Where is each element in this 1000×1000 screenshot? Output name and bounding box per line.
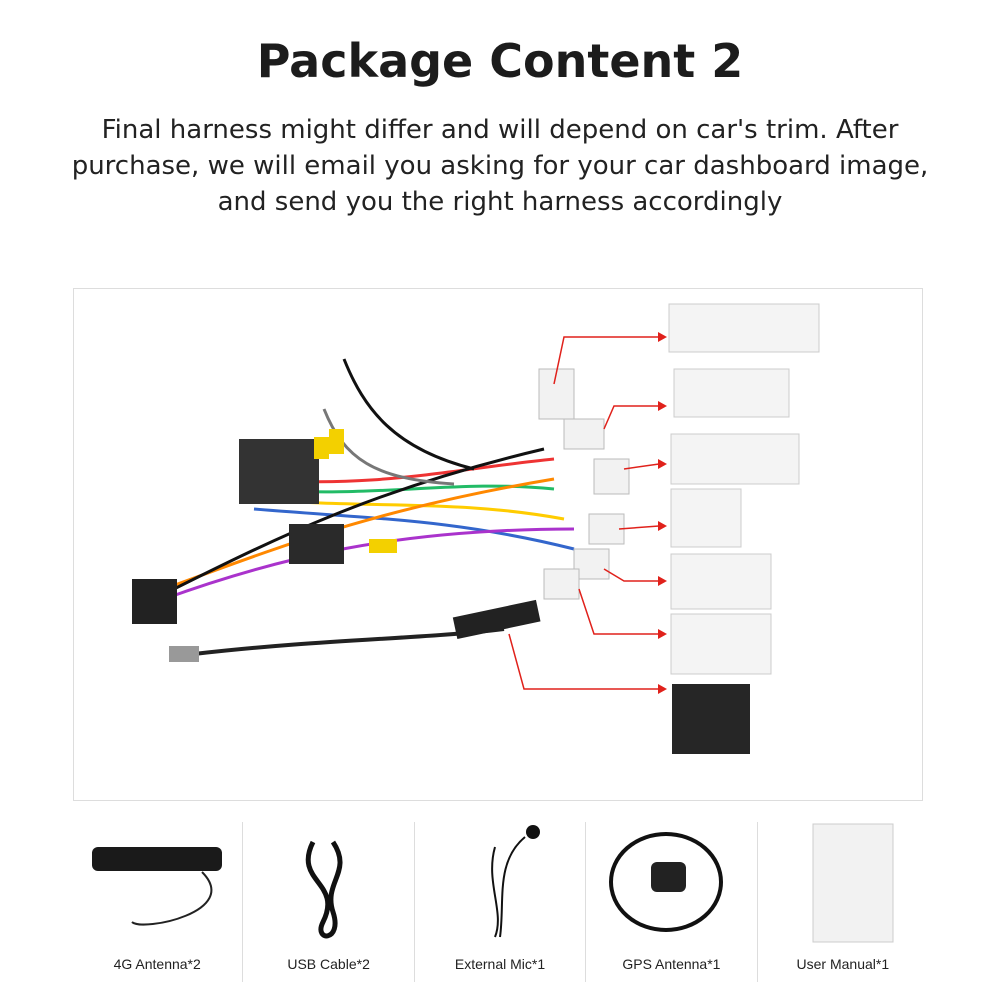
item-label: USB Cable*2 (287, 956, 370, 972)
item-label: GPS Antenna*1 (622, 956, 721, 972)
page-title: Package Content 2 (256, 34, 744, 88)
item-external-mic: External Mic*1 (415, 822, 587, 982)
item-usb-cable: USB Cable*2 (243, 822, 415, 982)
item-gps-antenna: GPS Antenna*1 (586, 822, 758, 982)
4g-antenna-icon (92, 847, 222, 926)
item-label: External Mic*1 (454, 956, 546, 972)
wiring-harness-illustration (132, 303, 820, 754)
item-label: 4G Antenna*2 (113, 956, 201, 972)
manual-icon (812, 823, 894, 943)
accessory-list: 4G Antenna*2 USB Cable*2 External Mic*1 … (72, 822, 928, 982)
subtitle: Final harness might differ and will depe… (71, 115, 929, 217)
microphone-icon (490, 825, 540, 938)
item-4g-antenna: 4G Antenna*2 (72, 822, 244, 982)
harness-image-panel (73, 288, 923, 801)
gps-antenna-icon (609, 832, 724, 932)
item-label: User Manual*1 (796, 956, 890, 972)
item-user-manual: User Manual*1 (758, 822, 928, 982)
usb-cable-icon (306, 840, 343, 939)
